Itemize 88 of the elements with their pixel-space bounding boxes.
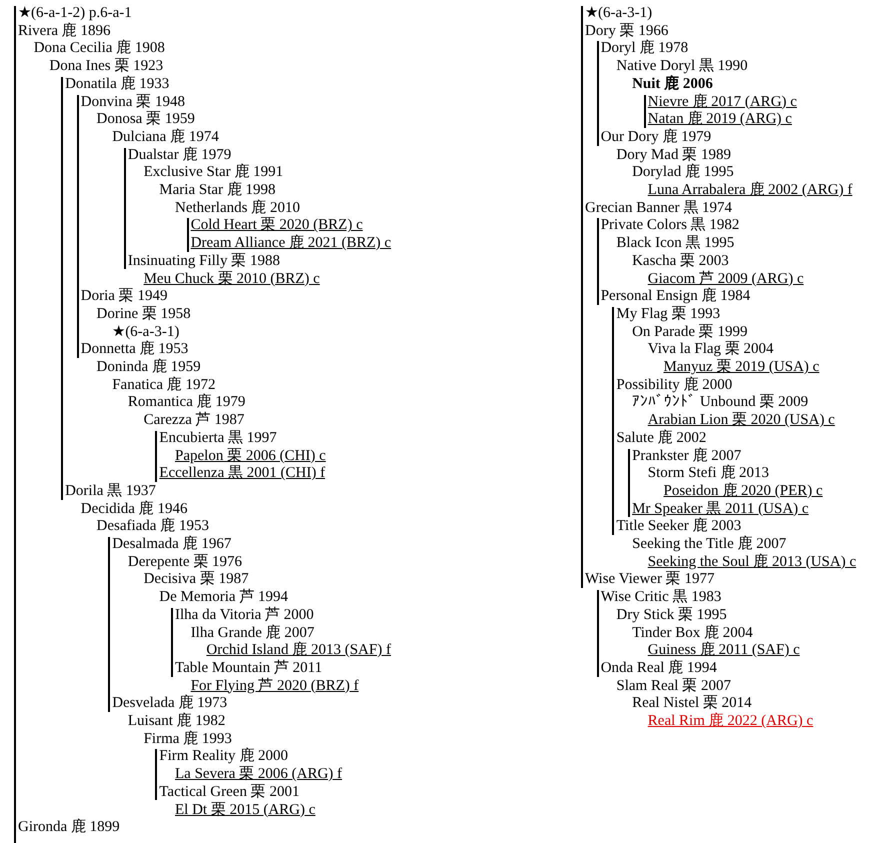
pedigree-entry: Possibility 鹿 2000 (616, 376, 732, 394)
pedigree-entry: Rivera 鹿 1896 (18, 22, 110, 40)
pedigree-entry: Dorine 栗 1958 (96, 306, 191, 323)
pedigree-entry: Encubierta 黒 1997 (159, 430, 277, 447)
pedigree-entry: Luna Arrabalera 鹿 2002 (ARG) f (648, 182, 852, 199)
pedigree-entry: Cold Heart 栗 2020 (BRZ) c (190, 217, 363, 234)
pedigree-entry: Romantica 鹿 1979 (128, 394, 246, 412)
pedigree-entry: Prankster 鹿 2007 (632, 448, 742, 464)
pedigree-entry: Meu Chuck 栗 2010 (BRZ) c (144, 270, 320, 288)
pedigree-entry: Manyuz 栗 2019 (USA) c (664, 359, 820, 376)
pedigree-entry: Netherlands 鹿 2010 (175, 200, 300, 217)
pedigree-entry: Luisant 鹿 1982 (128, 713, 226, 730)
pedigree-entry: Natan 鹿 2019 (ARG) c (648, 111, 792, 128)
pedigree-entry: Salute 鹿 2002 (616, 430, 706, 447)
pedigree-entry: Orchid Island 鹿 2013 (SAF) f (206, 642, 391, 660)
pedigree-entry: Donatila 鹿 1933 (65, 76, 170, 93)
pedigree-entry: Native Doryl 黒 1990 (616, 58, 748, 75)
pedigree-entry: Dulciana 鹿 1974 (112, 128, 219, 146)
pedigree-entry: Decisiva 栗 1987 (144, 571, 249, 588)
pedigree-entry: Kascha 栗 2003 (632, 252, 729, 270)
pedigree-entry: Arabian Lion 栗 2020 (USA) c (648, 412, 835, 430)
pedigree-entry: Dream Alliance 鹿 2021 (BRZ) c (190, 235, 392, 252)
pedigree-entry: Nievre 鹿 2017 (ARG) c (648, 94, 797, 110)
pedigree-entry: Tactical Green 栗 2001 (159, 784, 300, 801)
pedigree-entry: Insinuating Filly 栗 1988 (128, 252, 280, 270)
pedigree-entry: Derepente 栗 1976 (128, 554, 242, 571)
pedigree-entry: Dorylad 鹿 1995 (632, 164, 734, 182)
pedigree-entry: Seeking the Title 鹿 2007 (632, 536, 786, 553)
pedigree-entry: Doria 栗 1949 (80, 288, 168, 306)
pedigree-entry: Donnetta 鹿 1953 (80, 341, 188, 358)
pedigree-entry: On Parade 栗 1999 (632, 324, 748, 341)
pedigree-entry: Decidida 鹿 1946 (80, 500, 188, 518)
pedigree-entry: My Flag 栗 1993 (616, 306, 720, 323)
pedigree-entry: Title Seeker 鹿 2003 (616, 518, 742, 536)
pedigree-entry: Dona Ines 栗 1923 (49, 58, 164, 76)
pedigree-entry: Dorila 黒 1937 (65, 482, 156, 500)
pedigree-entry: Dory 栗 1966 (585, 22, 668, 40)
pedigree-entry: Maria Star 鹿 1998 (159, 182, 276, 199)
pedigree-entry: Tinder Box 鹿 2004 (632, 624, 753, 642)
pedigree-entry: Dory Mad 栗 1989 (616, 146, 731, 164)
pedigree-entry: Grecian Banner 黒 1974 (585, 200, 732, 217)
pedigree-entry: ｱﾝﾊﾞｳﾝﾄﾞ Unbound 栗 2009 (632, 394, 808, 412)
pedigree-entry: Real Rim 鹿 2022 (ARG) c (648, 713, 814, 730)
pedigree-entry: Ilha da Vitoria 芦 2000 (175, 606, 314, 624)
pedigree-entry: Firma 鹿 1993 (144, 730, 232, 748)
pedigree-entry: Dry Stick 栗 1995 (616, 606, 727, 624)
pedigree-entry: Poseidon 鹿 2020 (PER) c (664, 482, 823, 500)
cross-reference: ★(6-a-1-2) p.6-a-1 (18, 5, 132, 22)
pedigree-entry: Guiness 鹿 2011 (SAF) c (648, 642, 800, 660)
pedigree-entry: Donosa 栗 1959 (96, 111, 195, 128)
pedigree-entry: Slam Real 栗 2007 (616, 678, 731, 695)
pedigree-entry: Onda Real 鹿 1994 (600, 660, 717, 677)
pedigree-entry: Wise Critic 黒 1983 (600, 589, 722, 606)
pedigree-entry: Viva la Flag 栗 2004 (648, 341, 774, 358)
pedigree-entry: Doryl 鹿 1978 (600, 40, 688, 58)
pedigree-entry: Papelon 栗 2006 (CHI) c (175, 448, 326, 464)
pedigree-entry: Desafiada 鹿 1953 (96, 518, 209, 536)
pedigree-entry: La Severa 栗 2006 (ARG) f (175, 766, 342, 784)
pedigree-entry: Desvelada 鹿 1973 (112, 695, 228, 712)
pedigree-entry: Carezza 芦 1987 (144, 412, 244, 430)
pedigree-entry: Black Icon 黒 1995 (616, 235, 734, 252)
cross-reference: ★(6-a-3-1) (585, 5, 652, 22)
pedigree-entry: Dualstar 鹿 1979 (128, 146, 232, 164)
pedigree-entry: Giacom 芦 2009 (ARG) c (648, 270, 804, 288)
pedigree-entry: Dona Cecilia 鹿 1908 (34, 40, 165, 58)
pedigree-entry: Private Colors 黒 1982 (600, 217, 740, 234)
pedigree-entry: Seeking the Soul 鹿 2013 (USA) c (648, 554, 856, 571)
pedigree-entry: Storm Stefi 鹿 2013 (648, 465, 770, 482)
pedigree-entry: Desalmada 鹿 1967 (112, 536, 232, 553)
pedigree-entry: El Dt 栗 2015 (ARG) c (175, 802, 316, 818)
pedigree-entry: Table Mountain 芦 2011 (175, 660, 322, 677)
pedigree-entry: Real Nistel 栗 2014 (632, 695, 752, 712)
pedigree-entry: For Flying 芦 2020 (BRZ) f (190, 678, 359, 694)
cross-reference: ★(6-a-3-1) (112, 324, 180, 340)
pedigree-entry: Gironda 鹿 1899 (18, 819, 120, 836)
pedigree-entry: Nuit 鹿 2006 (632, 76, 713, 93)
pedigree-entry: Personal Ensign 鹿 1984 (600, 288, 750, 306)
pedigree-entry: Fanatica 鹿 1972 (112, 376, 216, 394)
pedigree-entry: Ilha Grande 鹿 2007 (190, 624, 314, 642)
pedigree-entry: Donvina 栗 1948 (80, 94, 185, 110)
pedigree-entry: Mr Speaker 黒 2011 (USA) c (632, 500, 809, 518)
pedigree-entry: Our Dory 鹿 1979 (600, 128, 712, 146)
pedigree-entry: Exclusive Star 鹿 1991 (144, 164, 284, 182)
pedigree-entry: Doninda 鹿 1959 (96, 359, 201, 376)
pedigree-entry: Eccellenza 黒 2001 (CHI) f (159, 465, 326, 482)
pedigree-entry: Wise Viewer 栗 1977 (585, 571, 714, 588)
pedigree-entry: Firm Reality 鹿 2000 (159, 748, 288, 766)
pedigree-entry: De Memoria 芦 1994 (159, 589, 288, 606)
